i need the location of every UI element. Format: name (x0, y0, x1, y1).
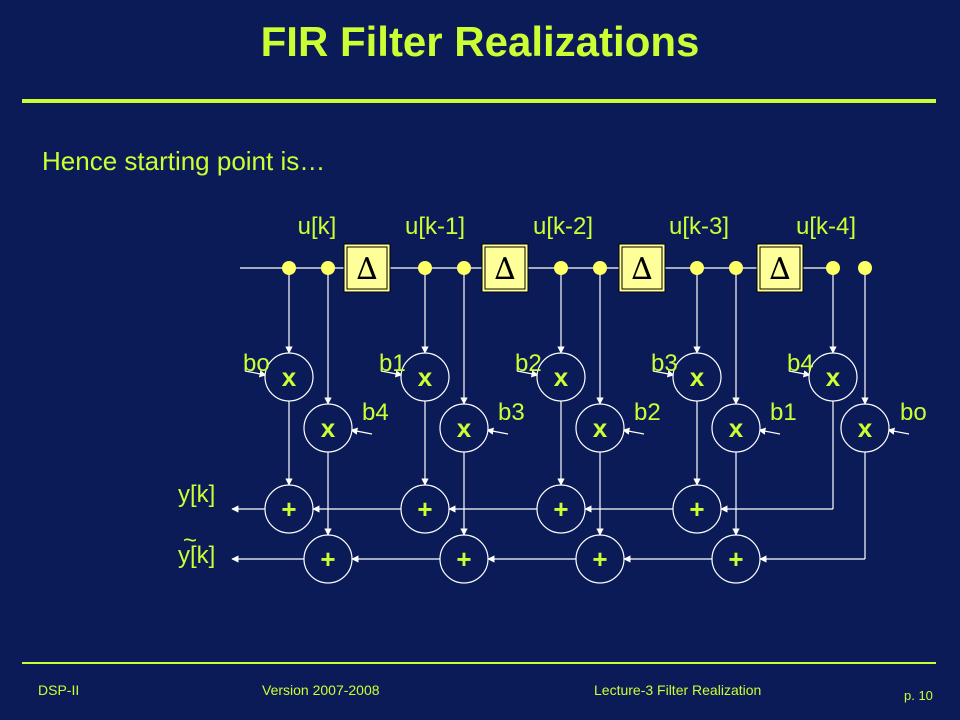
multiplier (672, 352, 722, 402)
delay-box (618, 243, 666, 293)
coef-wire (887, 427, 910, 435)
adder-symbol: + (592, 544, 607, 574)
adder (400, 484, 450, 534)
coef-wire (788, 370, 811, 378)
output-tilde-label: y[k] (178, 542, 215, 569)
page-number: p. 10 (904, 688, 933, 703)
signal-label: u[k-4] (796, 213, 856, 240)
delay-box-inner (621, 246, 663, 290)
tap-node (690, 261, 704, 275)
adder (536, 484, 586, 534)
adder (672, 484, 722, 534)
coef-wire (652, 370, 675, 378)
multiplier-symbol: x (418, 362, 433, 392)
multiplier-symbol: x (729, 413, 744, 443)
coef-label: b4 (362, 399, 389, 426)
multiplier-symbol: x (858, 413, 873, 443)
coef-label: b3 (498, 399, 525, 426)
multiplier-symbol: x (593, 413, 608, 443)
adder (264, 484, 314, 534)
delay-symbol: ∆ (770, 252, 791, 287)
tap-node (457, 261, 471, 275)
tap-node (321, 261, 335, 275)
coef-wire (244, 370, 267, 378)
coef-wire (516, 370, 539, 378)
delay-box (481, 243, 529, 293)
footer-lecture: Lecture-3 Filter Realization (594, 682, 762, 698)
delay-box (756, 243, 804, 293)
title-divider (22, 99, 936, 103)
coef-wire (758, 427, 781, 435)
coef-label: b1 (770, 399, 797, 426)
coef-wire (380, 370, 403, 378)
multiplier (711, 403, 761, 453)
coef-label: b2 (634, 399, 661, 426)
delay-symbol: ∆ (495, 252, 516, 287)
multiplier-symbol: x (554, 362, 569, 392)
multiplier (575, 403, 625, 453)
coef-wire (622, 427, 645, 435)
delay-box (343, 243, 391, 293)
tap-node (593, 261, 607, 275)
delay-symbol: ∆ (357, 252, 378, 287)
adder-symbol: + (320, 544, 335, 574)
multiplier (439, 403, 489, 453)
adder-symbol: + (553, 494, 568, 524)
intro-text: Hence starting point is… (42, 146, 326, 176)
coef-label: b1 (379, 350, 406, 377)
tap-node (858, 261, 872, 275)
tap-node (554, 261, 568, 275)
tap-node (282, 261, 296, 275)
signal-label: u[k-3] (669, 213, 729, 240)
tilde-mark: ~ (183, 527, 197, 554)
footer-course: DSP-II (38, 682, 80, 698)
signal-label: u[k-2] (533, 213, 593, 240)
adder (575, 534, 625, 584)
adder-symbol: + (281, 494, 296, 524)
delay-symbol: ∆ (632, 252, 653, 287)
coef-label: b3 (651, 350, 678, 377)
tap-node (729, 261, 743, 275)
multiplier-symbol: x (321, 413, 336, 443)
adder (439, 534, 489, 584)
coef-wire (486, 427, 509, 435)
footer-version: Version 2007-2008 (262, 682, 380, 698)
coef-wire (350, 427, 373, 435)
tap-node (418, 261, 432, 275)
multiplier-symbol: x (457, 413, 472, 443)
delay-box-inner (346, 246, 388, 290)
multiplier (264, 352, 314, 402)
multiplier (303, 403, 353, 453)
delay-box-inner (484, 246, 526, 290)
adder-symbol: + (728, 544, 743, 574)
delay-box-inner (759, 246, 801, 290)
multiplier (536, 352, 586, 402)
footer-divider (22, 662, 936, 664)
coef-label: b2 (515, 350, 542, 377)
multiplier (840, 403, 890, 453)
adder-symbol: + (417, 494, 432, 524)
output-label: y[k] (178, 481, 215, 508)
page-title: FIR Filter Realizations (260, 18, 700, 65)
signal-label: u[k-1] (405, 213, 465, 240)
multiplier-symbol: x (690, 362, 705, 392)
multiplier (808, 352, 858, 402)
multiplier-symbol: x (826, 362, 841, 392)
coef-label: b4 (787, 350, 814, 377)
coef-label: bo (900, 399, 927, 426)
signal-label: u[k] (298, 213, 337, 240)
adder-symbol: + (456, 544, 471, 574)
adder (711, 534, 761, 584)
adder (303, 534, 353, 584)
coef-label: bo (243, 350, 270, 377)
multiplier (400, 352, 450, 402)
tap-node (826, 261, 840, 275)
multiplier-symbol: x (282, 362, 297, 392)
adder-symbol: + (689, 494, 704, 524)
